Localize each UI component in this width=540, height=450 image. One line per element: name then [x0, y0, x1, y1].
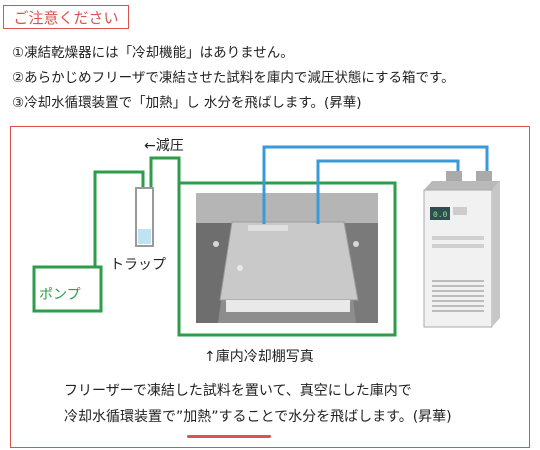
note-3: ③冷却水循環装置で「加熱」し 水分を飛ばします。(昇華) — [12, 95, 362, 111]
caution-title: ご注意ください — [3, 5, 129, 29]
water-line-outer — [262, 145, 489, 224]
caption-line-2: 冷却水循環装置で”加熱”することで水分を飛ばします。(昇華) — [64, 406, 452, 426]
svg-text:0.0: 0.0 — [433, 211, 448, 220]
shelf-photo-label: ↑庫内冷却棚写真 — [204, 349, 314, 365]
chamber-outline — [177, 181, 397, 337]
trap-label: トラップ — [110, 257, 166, 273]
chiller-unit: 0.0 — [423, 171, 500, 328]
vacuum-line-trap — [93, 170, 145, 243]
vacuum-line-chamber — [149, 156, 181, 188]
pump-label: ポンプ — [39, 287, 81, 303]
trap-icon — [135, 187, 154, 247]
emphasis-underline — [187, 435, 271, 438]
chamber-photo — [196, 193, 378, 323]
pressure-reduction-label: ←減圧 — [144, 138, 184, 154]
caption-post: ことで水分を飛ばします。(昇華) — [246, 409, 452, 425]
water-line-inner — [316, 159, 460, 224]
pump-box — [32, 265, 103, 313]
caption-emphasis: ”加熱”する — [176, 409, 247, 425]
caption-pre: 冷却水循環装置で — [64, 409, 176, 425]
caption-line-1: フリーザーで凍結した試料を置いて、真空にした庫内で — [64, 383, 412, 399]
vacuum-line-pump — [93, 243, 102, 270]
diagram-frame — [10, 126, 530, 448]
note-1: ①凍結乾燥器には「冷却機能」はありません。 — [12, 45, 294, 61]
note-2: ②あらかじめフリーザで凍結させた試料を庫内で減圧状態にする箱です。 — [12, 70, 455, 86]
